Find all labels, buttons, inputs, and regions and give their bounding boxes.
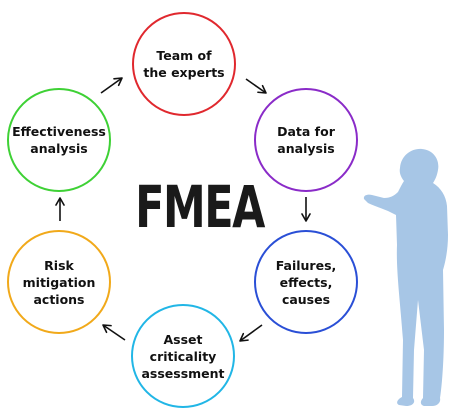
node-asset-criticality-assessment: Asset criticality assessment — [131, 304, 235, 408]
person-silhouette-icon — [363, 148, 448, 406]
node-asset-criticality-assessment-label: Asset criticality assessment — [141, 331, 225, 381]
node-risk-mitigation-actions: Risk mitigation actions — [7, 230, 111, 334]
arrow-failures-to-asset — [239, 324, 263, 342]
arrow-effectiveness-to-team — [100, 77, 123, 94]
node-effectiveness-analysis-label: Effectiveness analysis — [12, 124, 106, 156]
node-failures-effects-causes-label: Failures, effects, causes — [275, 257, 337, 307]
node-team-of-experts: Team of the experts — [132, 12, 236, 116]
node-data-for-analysis: Data for analysis — [254, 88, 358, 192]
node-data-for-analysis-label: Data for analysis — [277, 124, 335, 156]
person-figure — [363, 148, 448, 406]
node-risk-mitigation-actions-label: Risk mitigation actions — [22, 257, 96, 307]
node-failures-effects-causes: Failures, effects, causes — [254, 230, 358, 334]
arrow-asset-to-risk — [102, 324, 126, 341]
node-team-of-experts-label: Team of the experts — [143, 48, 225, 80]
arrow-team-to-data — [245, 78, 267, 94]
node-effectiveness-analysis: Effectiveness analysis — [7, 88, 111, 192]
